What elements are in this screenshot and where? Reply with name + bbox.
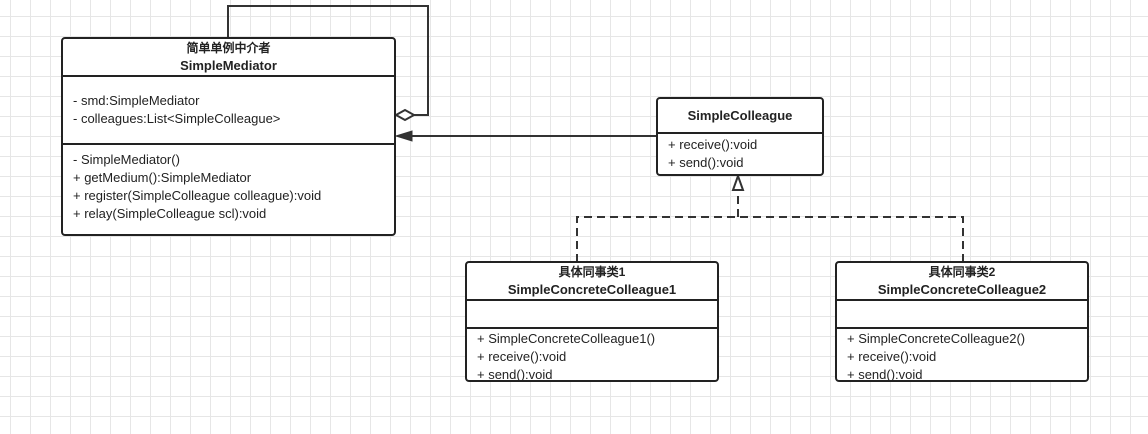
class-simple-concrete-colleague-2[interactable]: 具体同事类2 SimpleConcreteColleague2 + Simple… <box>835 261 1089 382</box>
operation: + receive():void <box>847 349 937 364</box>
operation: + send():void <box>847 367 923 382</box>
class-header: 具体同事类2 SimpleConcreteColleague2 <box>837 263 1087 301</box>
class-name: SimpleConcreteColleague1 <box>507 282 677 297</box>
class-header: 简单单例中介者 SimpleMediator <box>63 39 394 77</box>
realization-line-2 <box>738 216 964 262</box>
realization-arrowhead <box>731 173 745 191</box>
operation: + receive():void <box>477 349 567 364</box>
class-simple-mediator[interactable]: 简单单例中介者 SimpleMediator - smd:SimpleMedia… <box>61 37 396 236</box>
class-stereotype: 简单单例中介者 <box>186 41 271 55</box>
operation: + SimpleConcreteColleague1() <box>477 331 656 346</box>
class-header: 具体同事类1 SimpleConcreteColleague1 <box>467 263 717 301</box>
attributes-section <box>837 301 1087 329</box>
operations-section: + SimpleConcreteColleague2() + receive()… <box>837 329 1087 382</box>
association-arrowhead <box>394 130 413 142</box>
operations-section: + receive():void + send():void <box>658 134 822 174</box>
operation: + send():void <box>477 367 553 382</box>
operation: + getMedium():SimpleMediator <box>73 170 252 185</box>
class-stereotype: 具体同事类1 <box>558 265 626 279</box>
class-name: SimpleConcreteColleague2 <box>877 282 1047 297</box>
attribute: - smd:SimpleMediator <box>73 93 200 108</box>
class-name: SimpleMediator <box>180 58 277 73</box>
attributes-section: - smd:SimpleMediator - colleagues:List<S… <box>63 77 394 145</box>
class-simple-colleague[interactable]: SimpleColleague + receive():void + send(… <box>656 97 824 176</box>
self-aggregation-line <box>227 5 429 116</box>
operation: + send():void <box>668 155 744 170</box>
class-stereotype: 具体同事类2 <box>928 265 996 279</box>
operation: + register(SimpleColleague colleague):vo… <box>73 188 322 203</box>
operation: + receive():void <box>668 137 758 152</box>
class-header: SimpleColleague <box>658 99 822 134</box>
aggregation-diamond <box>393 108 417 122</box>
attributes-section <box>467 301 717 329</box>
operation: + SimpleConcreteColleague2() <box>847 331 1026 346</box>
operations-section: + SimpleConcreteColleague1() + receive()… <box>467 329 717 382</box>
realization-line-1 <box>576 216 738 262</box>
operation: - SimpleMediator() <box>73 152 180 167</box>
operations-section: - SimpleMediator() + getMedium():SimpleM… <box>63 145 394 227</box>
class-simple-concrete-colleague-1[interactable]: 具体同事类1 SimpleConcreteColleague1 + Simple… <box>465 261 719 382</box>
attribute: - colleagues:List<SimpleColleague> <box>73 111 281 126</box>
class-name: SimpleColleague <box>687 108 793 123</box>
operation: + relay(SimpleColleague scl):void <box>73 206 267 221</box>
